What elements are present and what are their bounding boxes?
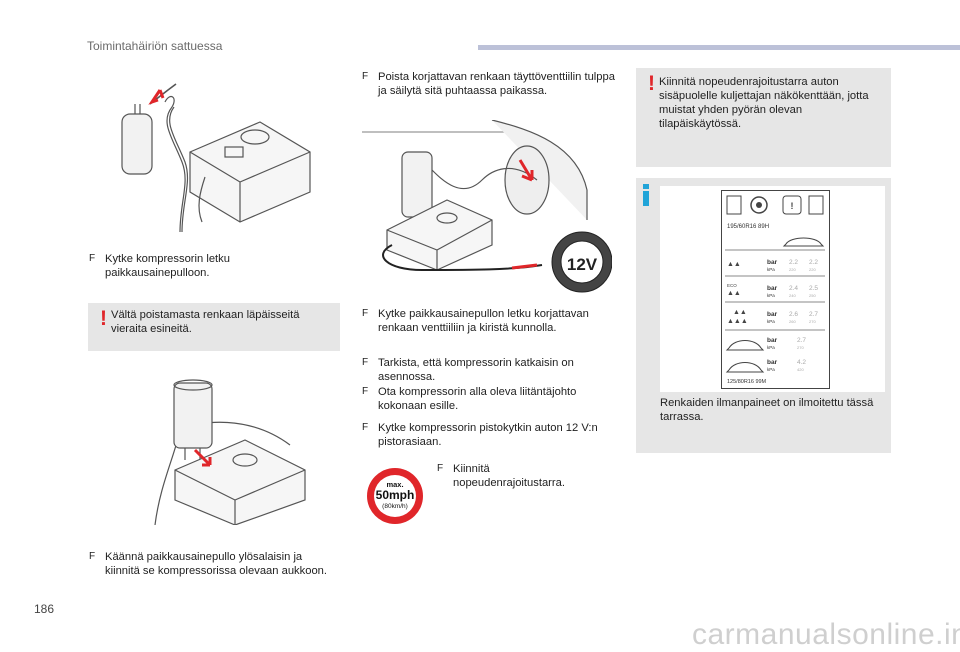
- step-pull-cable: F Ota kompressorin alla oleva liitäntäjo…: [362, 385, 624, 413]
- unit-kpa: kPa: [767, 319, 775, 324]
- section-title: Toimintahäiriön sattuessa: [87, 39, 223, 53]
- sign-sub: (80km/h): [382, 503, 408, 510]
- svg-text:▲▲: ▲▲: [733, 309, 747, 316]
- unit-kpa: kPa: [767, 293, 775, 298]
- unit-bar: bar: [767, 337, 778, 344]
- unit-bar: bar: [767, 359, 778, 366]
- info-text: Renkaiden ilmanpaineet on ilmoitettu täs…: [660, 397, 874, 423]
- step-plug-12v: F Kytke kompressorin pistokytkin auton 1…: [362, 421, 624, 449]
- bullet-marker: F: [362, 357, 369, 368]
- step-text: Poista korjattavan renkaan täyttöventtii…: [378, 71, 615, 97]
- unit-kpa: kPa: [767, 367, 775, 372]
- pressure-kpa: 250: [809, 293, 816, 298]
- pressure-value: 4.2: [797, 359, 806, 366]
- pressure-value: 2.4: [789, 285, 798, 292]
- watermark: carmanualsonline.info: [692, 618, 960, 651]
- header-bar: [478, 45, 960, 50]
- step-connect-hose: F Kytke kompressorin letku paikkausainep…: [89, 252, 284, 280]
- svg-text:!: !: [791, 201, 794, 211]
- pressure-value: 2.7: [797, 337, 806, 344]
- bullet-marker: F: [362, 71, 369, 82]
- eco-label: ECO: [727, 283, 737, 288]
- warning-icon: !: [100, 307, 107, 330]
- step-insert-bottle: F Käännä paikkausainepullo ylösalaisin j…: [89, 550, 329, 578]
- pressure-value: 2.6: [789, 311, 798, 318]
- pressure-kpa: 220: [809, 267, 816, 272]
- tyre-size-front: 195/60R16 89H: [727, 224, 769, 230]
- pressure-kpa: 220: [789, 267, 796, 272]
- speed-limit-sign: max. 50mph (80km/h): [367, 468, 423, 524]
- step-text: Ota kompressorin alla oleva liitäntäjoht…: [378, 386, 577, 412]
- unit-bar: bar: [767, 311, 778, 318]
- warning-box: ! Vältä poistamasta renkaan läpäisseitä …: [88, 303, 340, 351]
- svg-text:▲▲▲: ▲▲▲: [727, 318, 748, 325]
- tyre-pressure-label: ! 195/60R16 89H ▲▲ bar kPa 2.2 2.2 220 2…: [721, 190, 830, 389]
- warning-text: Vältä poistamasta renkaan läpäisseitä vi…: [111, 309, 300, 335]
- bullet-marker: F: [362, 422, 369, 433]
- pressure-kpa: 420: [797, 367, 804, 372]
- socket-label: 12V: [567, 255, 598, 274]
- step-attach-sticker: F Kiinnitä nopeudenrajoitustarra.: [437, 462, 587, 490]
- pressure-value: 2.5: [809, 285, 818, 292]
- unit-kpa: kPa: [767, 345, 775, 350]
- step-text: Kiinnitä nopeudenrajoitustarra.: [453, 463, 565, 489]
- pressure-kpa: 270: [809, 319, 816, 324]
- pressure-value: 2.2: [809, 259, 818, 266]
- warning-box-sticker: ! Kiinnitä nopeudenrajoitustarra auton s…: [636, 68, 891, 167]
- pressure-value: 2.2: [789, 259, 798, 266]
- step-text: Kytke kompressorin pistokytkin auton 12 …: [378, 422, 598, 448]
- svg-text:▲▲: ▲▲: [727, 261, 741, 268]
- bullet-marker: F: [89, 551, 96, 562]
- bottle-inverted-illustration: [154, 379, 306, 525]
- pressure-kpa: 260: [789, 319, 796, 324]
- step-check-switch: F Tarkista, että kompressorin katkaisin …: [362, 356, 624, 384]
- svg-text:▲▲: ▲▲: [727, 290, 741, 297]
- tyre-size-spare: 125/80R16 99M: [727, 379, 767, 385]
- sign-top: max.: [386, 480, 403, 489]
- unit-bar: bar: [767, 285, 778, 292]
- info-icon: [643, 184, 649, 206]
- tyre-connection-illustration: 12V: [362, 120, 612, 293]
- bullet-marker: F: [362, 308, 369, 319]
- unit-kpa: kPa: [767, 267, 775, 272]
- bullet-marker: F: [437, 463, 444, 474]
- pressure-value: 2.7: [809, 311, 818, 318]
- step-connect-valve: F Kytke paikkausainepullon letku korjatt…: [362, 307, 624, 335]
- bullet-marker: F: [362, 386, 369, 397]
- pressure-kpa: 240: [789, 293, 796, 298]
- warning-icon: !: [648, 72, 655, 95]
- page-number: 186: [34, 602, 55, 616]
- step-text: Tarkista, että kompressorin katkaisin on…: [378, 357, 574, 383]
- step-remove-valve-cap: F Poista korjattavan renkaan täyttöventt…: [362, 70, 624, 98]
- unit-bar: bar: [767, 259, 778, 266]
- sign-main: 50mph: [376, 488, 415, 502]
- warning-text: Kiinnitä nopeudenrajoitustarra auton sis…: [659, 76, 869, 130]
- step-text: Käännä paikkausainepullo ylösalaisin ja …: [105, 551, 328, 577]
- compressor-bottle-illustration: [121, 83, 311, 232]
- step-text: Kytke paikkausainepullon letku korjattav…: [378, 308, 589, 334]
- pressure-kpa: 270: [797, 345, 804, 350]
- bullet-marker: F: [89, 253, 96, 264]
- info-box: ! 195/60R16 89H ▲▲ bar kPa 2.2 2.2 220 2…: [636, 178, 891, 453]
- step-text: Kytke kompressorin letku paikkausainepul…: [105, 253, 230, 279]
